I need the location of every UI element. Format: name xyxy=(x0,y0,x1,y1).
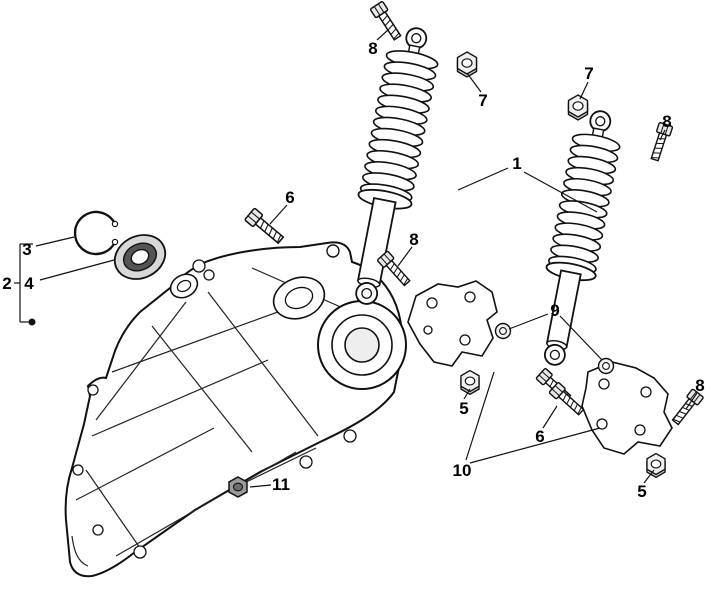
bearing xyxy=(113,234,167,280)
callout-6-front-bolt: 6 xyxy=(285,188,294,207)
assembly-dot xyxy=(28,318,36,326)
hex-nut-7-right xyxy=(567,94,589,121)
callout-6-lower-bolts: 6 xyxy=(535,427,544,446)
hex-nut-5-left xyxy=(460,369,480,395)
callout-5-right-nut: 5 xyxy=(637,482,646,501)
callout-4-bearing: 4 xyxy=(24,274,34,293)
gearbox-swingarm-casing xyxy=(64,241,407,578)
callout-8-right-bolt: 8 xyxy=(695,376,704,395)
callout-11-casing-nut: 11 xyxy=(272,475,290,494)
callout-labels: 8 7 7 8 1 6 3 2 4 8 9 5 6 10 5 8 11 xyxy=(2,39,704,501)
shock-absorber-right xyxy=(543,110,621,366)
callout-2-assembly: 2 xyxy=(2,274,11,293)
callout-8-upper-right: 8 xyxy=(662,112,671,131)
callout-5-left-nut: 5 xyxy=(459,399,468,418)
callout-7-left: 7 xyxy=(478,91,487,110)
callout-10-brackets: 10 xyxy=(453,461,472,480)
callout-8-upper-left: 8 xyxy=(368,39,377,58)
group-bracket-2 xyxy=(14,243,36,326)
bolt-upper-left xyxy=(369,0,405,43)
bolt-right-bracket-b xyxy=(548,381,587,418)
callout-7-right: 7 xyxy=(584,64,593,83)
callout-3-circlip: 3 xyxy=(22,240,31,259)
callout-9-washers: 9 xyxy=(550,301,559,320)
circlip xyxy=(73,210,119,256)
hex-nut-11 xyxy=(228,476,248,498)
hex-nut-5-right xyxy=(646,452,666,478)
shock-bracket-right xyxy=(581,361,673,455)
washer-right xyxy=(597,357,615,375)
washer-left xyxy=(494,322,512,340)
callout-8-mid-bolt: 8 xyxy=(409,230,418,249)
callout-1-shocks: 1 xyxy=(512,154,521,173)
shock-bracket-left xyxy=(407,280,498,367)
shock-absorber-left xyxy=(355,27,439,305)
leader-lines xyxy=(35,29,698,488)
